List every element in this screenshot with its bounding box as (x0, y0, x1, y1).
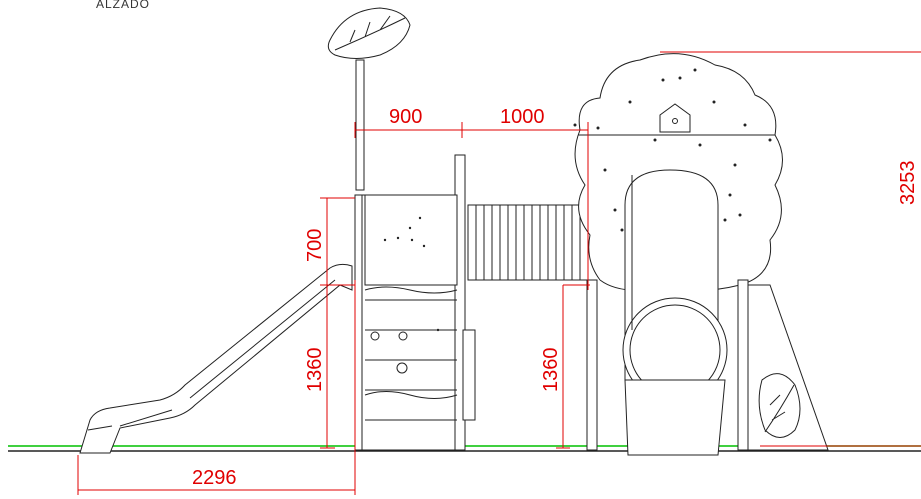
dimension-1000: 1000 (500, 106, 545, 128)
dimension-2296: 2296 (192, 467, 237, 489)
left-tower (354, 154, 476, 451)
dimension-1360-left: 1360 (304, 348, 326, 393)
slide (79, 263, 353, 454)
dimension-700: 700 (304, 229, 326, 262)
dimension-lines (77, 51, 921, 495)
dimension-900: 900 (389, 106, 422, 128)
tunnel (467, 204, 589, 281)
leaf-sign (327, 7, 411, 191)
drawing-title: ALZADO (96, 0, 150, 11)
dimension-3253: 3253 (897, 161, 919, 206)
dimension-1360-right: 1360 (540, 348, 562, 393)
tube-slide (622, 169, 728, 456)
